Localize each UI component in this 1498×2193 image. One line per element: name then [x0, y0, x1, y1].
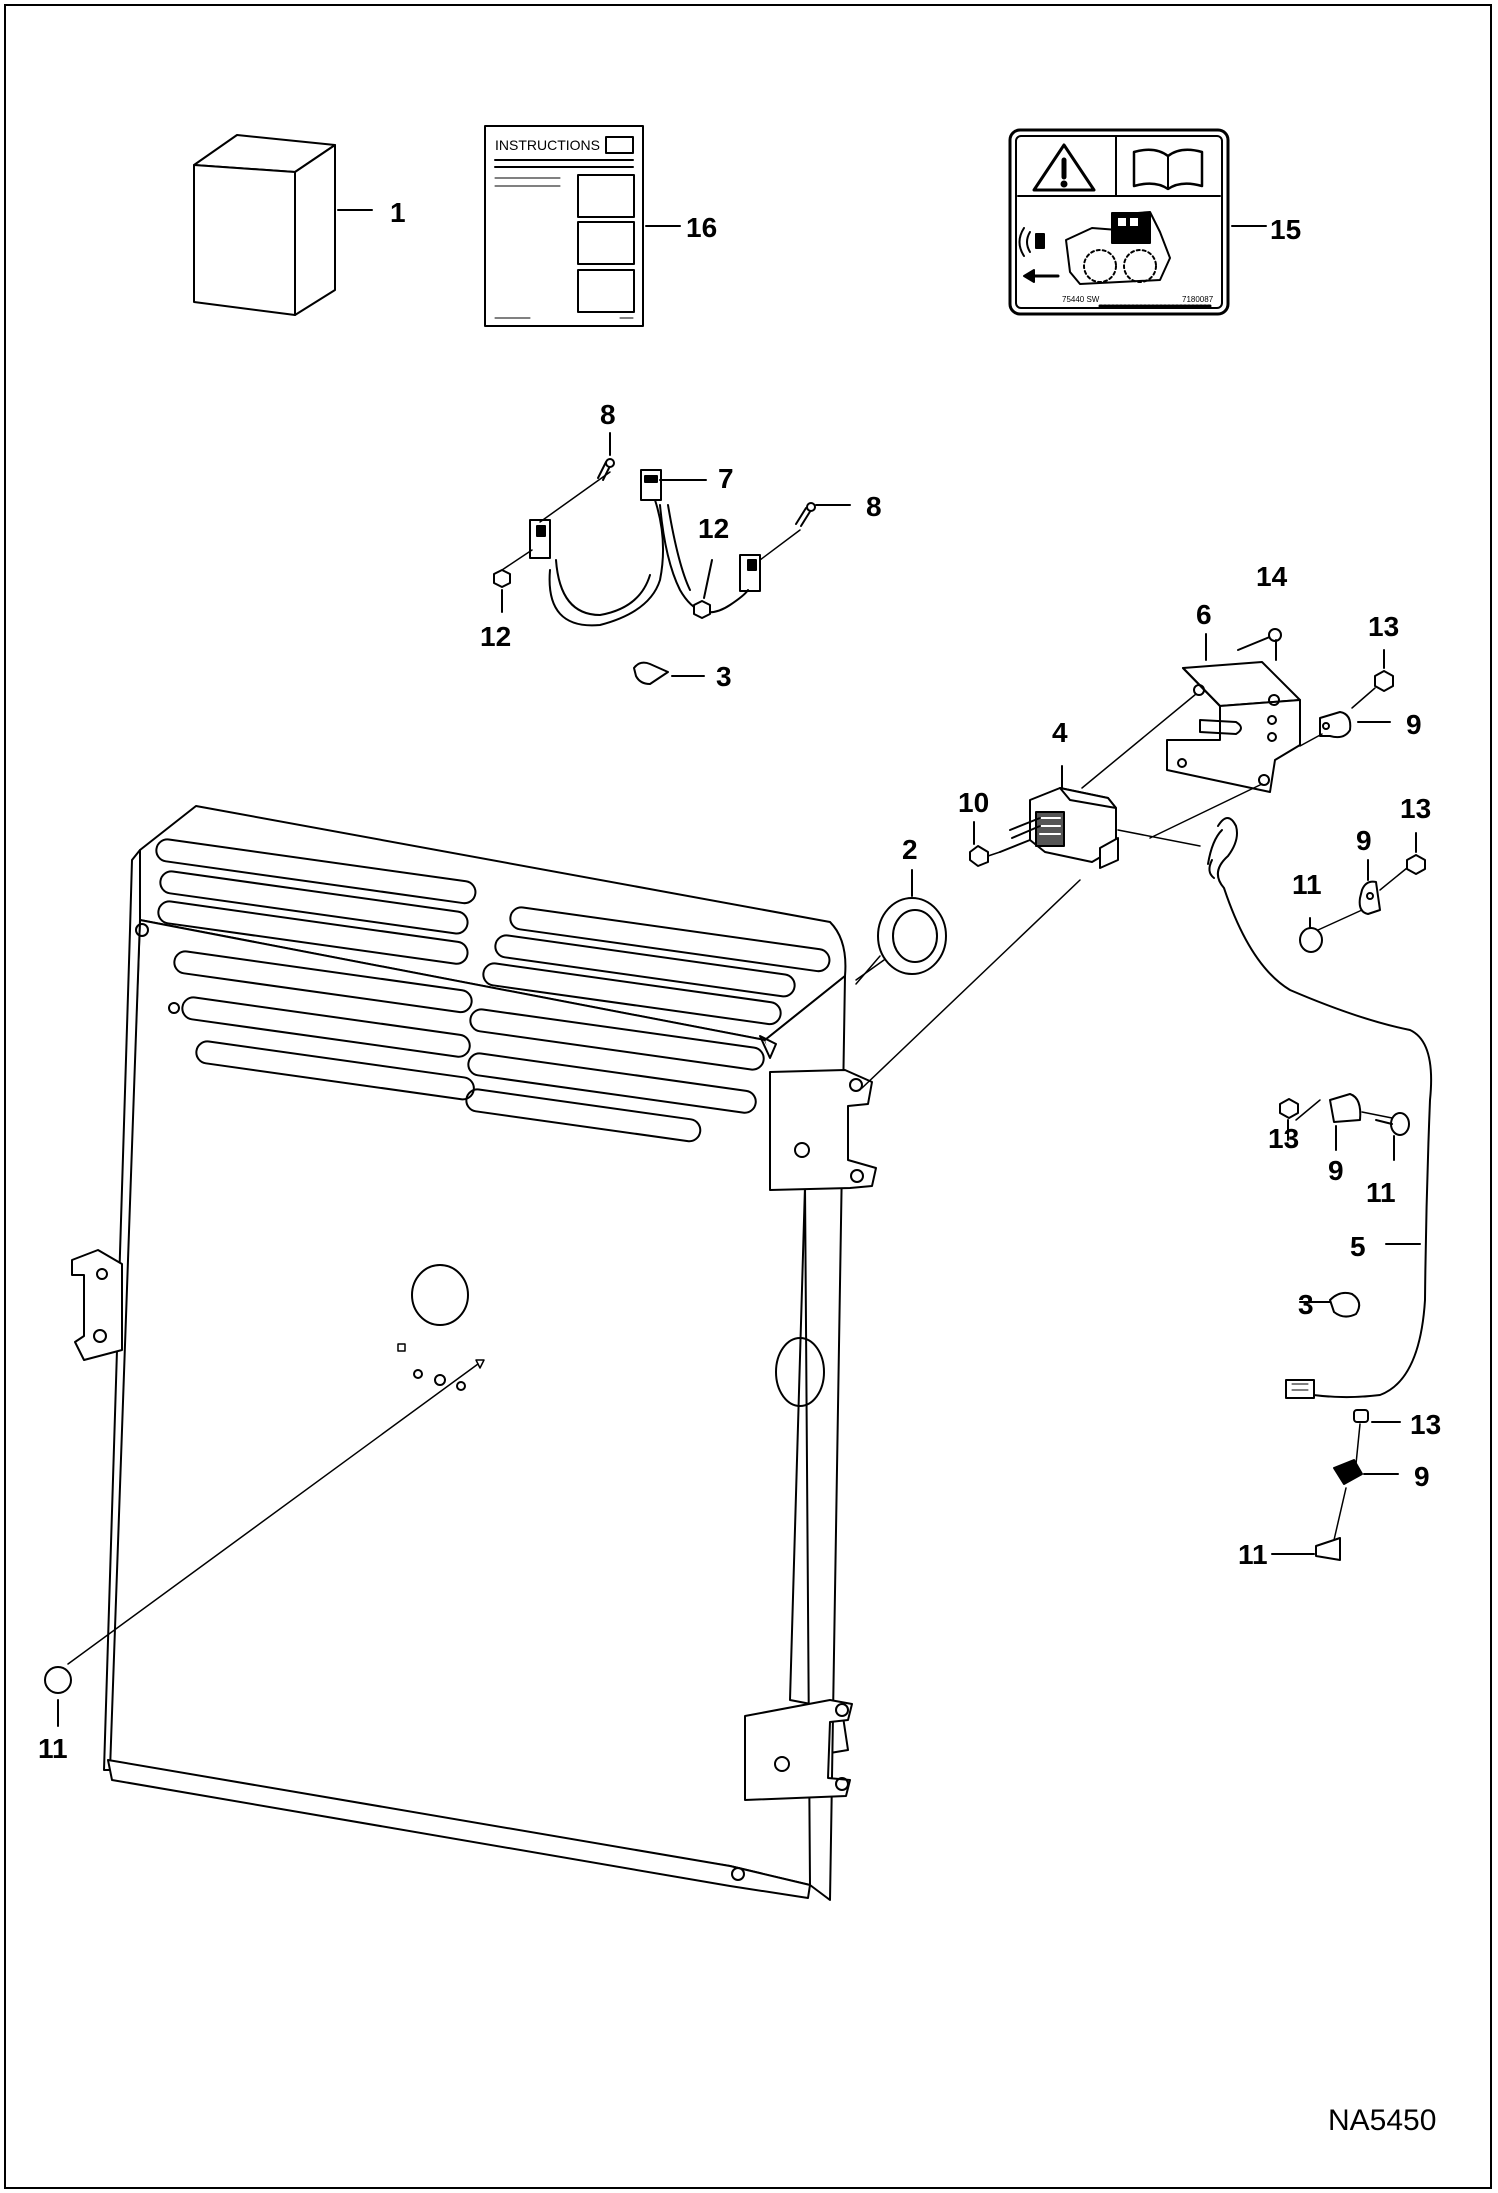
callout-12b: 12: [698, 513, 729, 544]
bolt-11a: [1299, 927, 1323, 953]
nut-13a: [1374, 670, 1394, 692]
callout-15: 15: [1270, 214, 1301, 245]
callout-9d: 9: [1414, 1461, 1430, 1492]
nut-13c: [1279, 1098, 1299, 1119]
screw-8a: [597, 458, 615, 481]
callout-13b: 13: [1400, 793, 1431, 824]
callout-13a: 13: [1368, 611, 1399, 642]
main-door-panel: [67, 805, 1081, 1901]
drawing-frame: [4, 4, 1492, 2189]
nut-10: [969, 845, 989, 867]
clamp-9c: [1329, 1093, 1362, 1123]
clamp-9d: [1333, 1459, 1363, 1485]
callout-16: 16: [686, 212, 717, 243]
callout-3b: 3: [1298, 1289, 1314, 1320]
callout-11c: 11: [1238, 1539, 1268, 1570]
instructions-title: INSTRUCTIONS: [495, 137, 600, 153]
clip-3a: [633, 661, 669, 685]
callout-13d: 13: [1410, 1409, 1441, 1440]
callout-9c: 9: [1328, 1155, 1344, 1186]
callout-7: 7: [718, 463, 734, 494]
part-7-harness: [493, 432, 851, 685]
callout-10: 10: [958, 787, 989, 818]
part-16-instructions: INSTRUCTIONS: [484, 125, 681, 327]
callout-5: 5: [1350, 1231, 1366, 1262]
screw-8b: [795, 502, 816, 527]
part-1-box: [193, 134, 373, 316]
callout-12a: 12: [480, 621, 511, 652]
callout-2: 2: [902, 834, 918, 865]
callout-4: 4: [1052, 717, 1068, 748]
nut-14: [1268, 628, 1282, 642]
nut-13b: [1406, 854, 1426, 875]
callout-3a: 3: [716, 661, 732, 692]
bolt-11c: [1315, 1537, 1341, 1561]
clamp-9b: [1358, 880, 1381, 915]
callout-11b: 11: [1366, 1177, 1396, 1208]
bolt-11d: [44, 1666, 72, 1694]
nut-12b: [693, 600, 711, 619]
callout-11a: 11: [1292, 869, 1322, 900]
callout-9a: 9: [1406, 709, 1422, 740]
callout-9b: 9: [1356, 825, 1372, 856]
bolt-11b: [1390, 1112, 1410, 1136]
part-4-back-up-alarm: [999, 765, 1201, 869]
part-6-bracket: [1081, 628, 1301, 839]
part-15-warning-decal: 75440 SW 7180087: [1008, 128, 1267, 316]
part-2-grommet: [855, 869, 947, 981]
clip-3b: [1329, 1291, 1361, 1318]
clamp-9a: [1319, 711, 1352, 739]
callout-8a: 8: [600, 399, 616, 430]
decal-code-left: 75440 SW: [1062, 295, 1100, 304]
drawing-reference: NA5450: [1328, 2104, 1436, 2137]
callout-11d: 11: [38, 1733, 68, 1764]
part-5-harness: [1207, 817, 1433, 1399]
nut-13d: [1353, 1409, 1369, 1423]
decal-code-right: 7180087: [1182, 295, 1214, 304]
nut-12a: [493, 569, 511, 588]
callout-14: 14: [1256, 561, 1288, 592]
callout-13c: 13: [1268, 1123, 1299, 1154]
callout-labels: 1 16 15 8 7 8 12 12 3 14 6 13 9 4 10 2 1…: [38, 197, 1441, 2137]
callout-8b: 8: [866, 491, 882, 522]
callout-1: 1: [390, 197, 406, 228]
callout-6: 6: [1196, 599, 1212, 630]
